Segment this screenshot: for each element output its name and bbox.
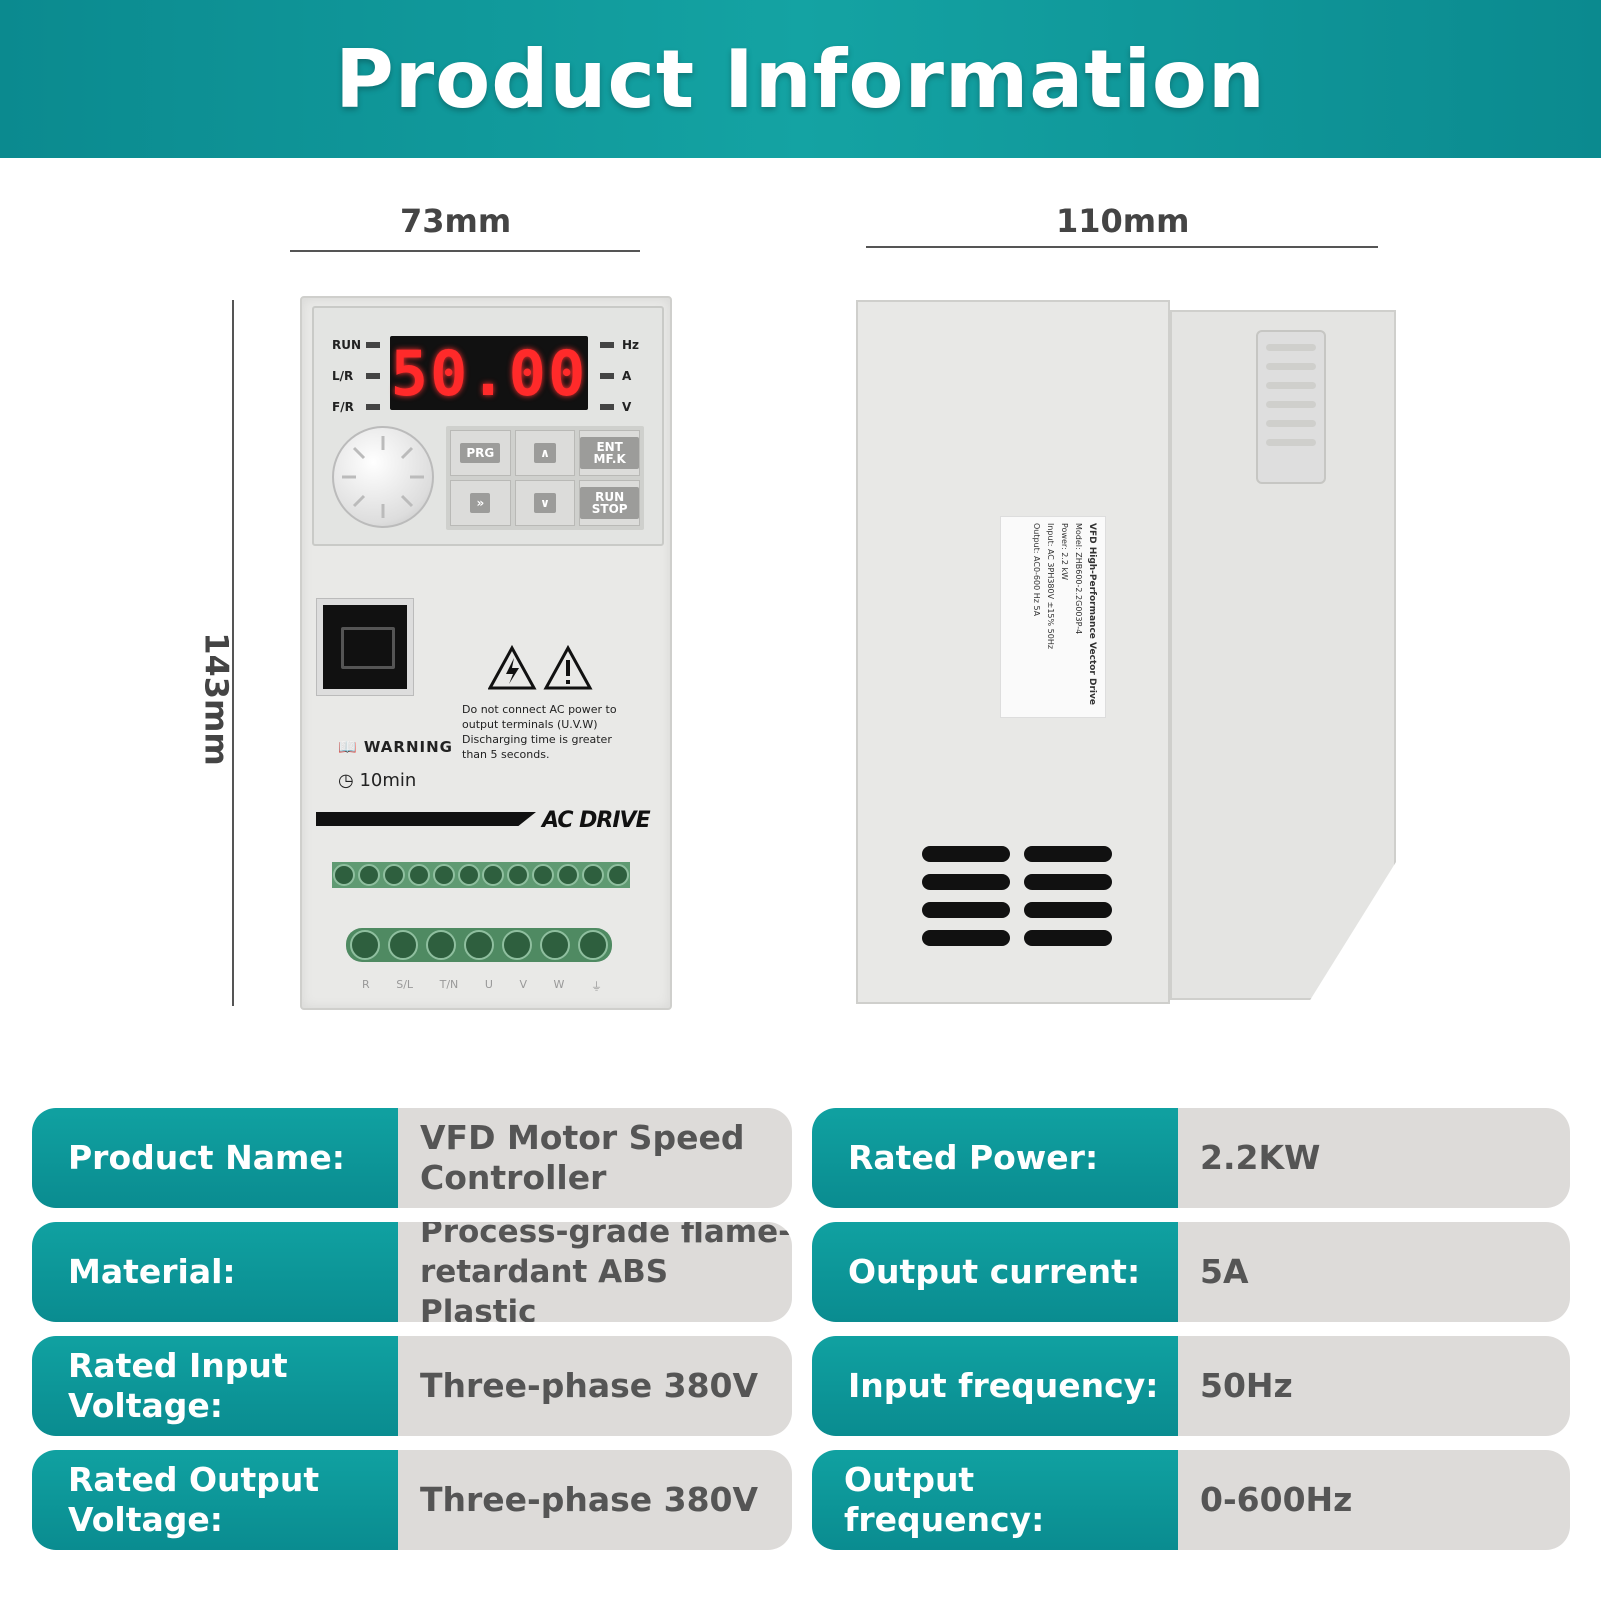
indicator-a-led [600,373,614,379]
spec-value: 50Hz [1178,1336,1570,1436]
indicator-fr-label: F/R [332,400,354,414]
warning-text: Do not connect AC power to output termin… [462,703,617,761]
warning-label: 📖 WARNING [338,738,453,756]
spec-row-output-current: Output current: 5A [812,1222,1570,1322]
spec-key: Product Name: [32,1108,398,1208]
indicator-hz-led [600,342,614,348]
indicator-hz-label: Hz [622,338,640,352]
shift-button[interactable]: » [450,480,511,526]
prg-button[interactable]: PRG [450,430,511,476]
spec-value: VFD Motor Speed Controller [398,1108,792,1208]
spec-value: 2.2KW [1178,1108,1570,1208]
spec-key: Rated Input Voltage: [32,1336,398,1436]
indicator-run-label: RUN [332,338,362,352]
drive-front-view: RUN L/R F/R 50.00 Hz A V PRG ∧ EN [300,296,672,1010]
side-width-label: 110mm [1056,202,1190,240]
manual-book-icon: 📖 [338,738,358,756]
spec-row-rated-output-voltage: Rated Output Voltage: Three-phase 380V [32,1450,792,1550]
spec-value: 0-600Hz [1178,1450,1570,1550]
spec-key: Rated Power: [812,1108,1178,1208]
height-line [232,300,234,1006]
up-button[interactable]: ∧ [514,430,576,476]
speed-knob[interactable] [332,426,434,528]
spec-value: Process-grade flame-retardant ABS Plasti… [398,1222,792,1322]
spec-row-input-frequency: Input frequency: 50Hz [812,1336,1570,1436]
chevron-down-icon: ∨ [534,493,556,513]
keypad-buttons: PRG ∧ ENT MF.K » ∨ RUN STOP [446,426,644,530]
side-width-line [866,246,1378,248]
indicator-a-label: A [622,369,632,383]
spec-row-output-frequency: Output frequency: 0-600Hz [812,1450,1570,1550]
timer-icon: ◷ [338,770,354,791]
control-terminals [332,862,630,888]
knob-ridges-icon [342,436,424,518]
drive-side-view: VFD High-Performance Vector Drive Model:… [856,300,1396,1004]
spec-row-material: Material: Process-grade flame-retardant … [32,1222,792,1322]
chevron-up-icon: ∧ [534,443,556,463]
keypad-panel: RUN L/R F/R 50.00 Hz A V PRG ∧ EN [312,306,664,546]
front-width-label: 73mm [400,202,512,240]
indicator-v-label: V [622,400,632,414]
spec-key: Output current: [812,1222,1178,1322]
indicator-v-led [600,404,614,410]
side-grille [1256,330,1326,484]
rj45-port [316,598,414,696]
spec-key: Material: [32,1222,398,1322]
indicator-fr-led [366,404,380,410]
indicator-lr-led [366,373,380,379]
double-chevron-right-icon: » [470,493,491,513]
spec-value: Three-phase 380V [398,1336,792,1436]
spec-value: Three-phase 380V [398,1450,792,1550]
spec-value: 5A [1178,1222,1570,1322]
indicator-run-led [366,342,380,348]
indicator-lr-label: L/R [332,369,354,383]
spec-key: Rated Output Voltage: [32,1450,398,1550]
header-banner: Product Information [0,0,1601,158]
down-button[interactable]: ∨ [514,480,576,526]
run-stop-button[interactable]: RUN STOP [579,480,640,526]
spec-key: Output frequency: [812,1450,1178,1550]
brand-stripe [316,812,536,826]
led-display: 50.00 [390,336,588,410]
discharge-timer: ◷ 10min [338,770,417,791]
front-width-line [290,250,640,252]
page-title: Product Information [335,32,1266,126]
power-terminals [346,928,612,962]
spec-key: Input frequency: [812,1336,1178,1436]
spec-row-product-name: Product Name: VFD Motor Speed Controller [32,1108,792,1208]
warning-triangles-icon [488,644,593,690]
rating-label: VFD High-Performance Vector Drive Model:… [1000,516,1106,718]
height-label: 143mm [197,632,236,766]
ent-button[interactable]: ENT MF.K [579,430,640,476]
spec-row-rated-power: Rated Power: 2.2KW [812,1108,1570,1208]
brand-text: AC DRIVE [542,808,651,833]
spec-row-rated-input-voltage: Rated Input Voltage: Three-phase 380V [32,1336,792,1436]
